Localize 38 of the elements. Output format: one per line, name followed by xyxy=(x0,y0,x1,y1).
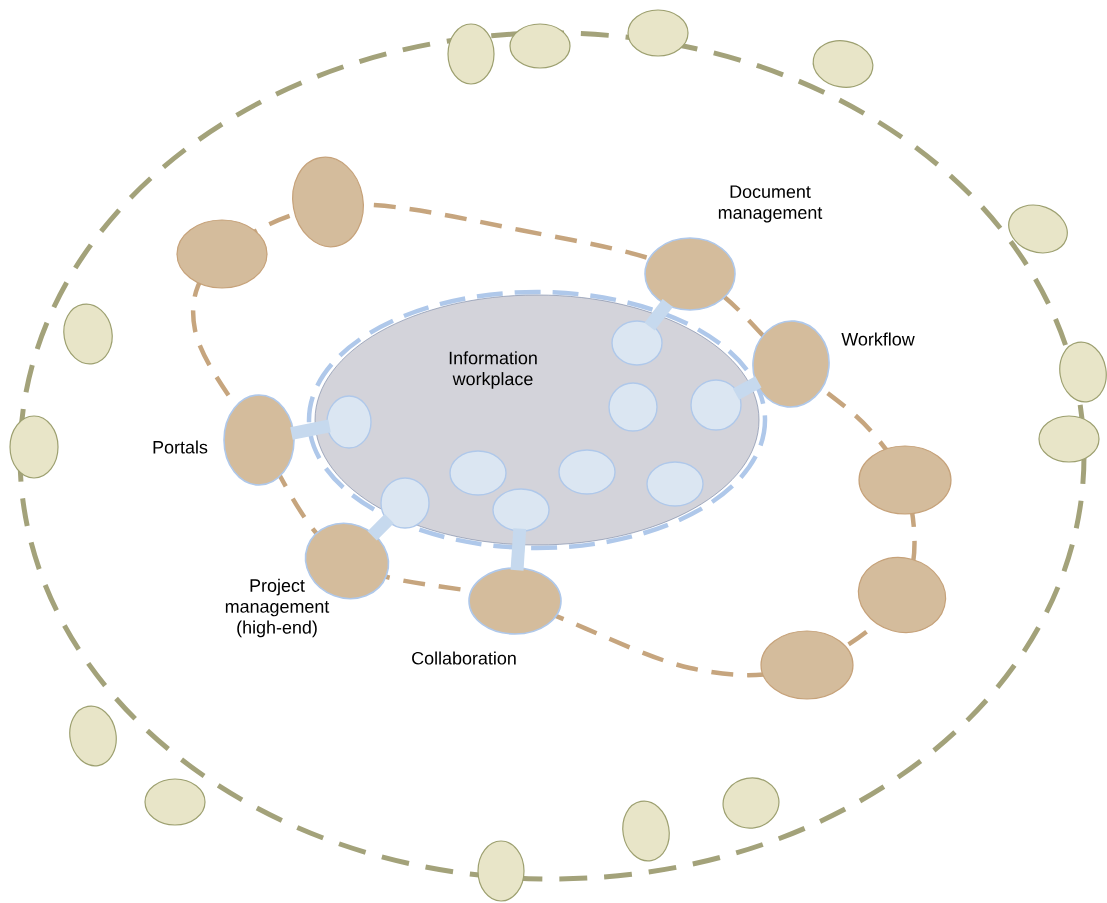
ellipse xyxy=(63,303,113,365)
ellipse xyxy=(622,800,670,862)
connector-bar xyxy=(290,419,331,440)
ellipse xyxy=(558,449,616,495)
ellipse xyxy=(760,630,854,700)
ellipse xyxy=(722,777,780,829)
ellipse xyxy=(627,9,689,57)
ellipse xyxy=(9,415,59,479)
ellipse xyxy=(492,488,550,532)
ellipse xyxy=(608,382,658,432)
node-label: Portals xyxy=(153,440,208,454)
ellipse xyxy=(449,450,507,496)
ellipse xyxy=(690,379,742,431)
ellipse xyxy=(326,395,372,449)
ellipse xyxy=(812,40,874,88)
connector-bar xyxy=(367,514,394,541)
ellipse xyxy=(447,23,495,85)
ellipse xyxy=(144,778,206,826)
node-label: Document management xyxy=(718,185,823,223)
ellipse xyxy=(857,556,947,634)
ellipse xyxy=(646,461,704,507)
ellipse xyxy=(509,23,571,69)
ellipse xyxy=(292,156,364,248)
ellipse xyxy=(1059,341,1107,403)
ellipse xyxy=(611,320,663,366)
node-label: Project management (high-end) xyxy=(225,578,330,638)
ellipse xyxy=(477,840,525,902)
ellipse xyxy=(858,445,952,515)
ellipse xyxy=(176,219,268,289)
connector-bar xyxy=(510,528,527,571)
ellipse xyxy=(380,477,430,529)
ellipse xyxy=(69,705,117,767)
node-label: Collaboration xyxy=(412,651,516,665)
ellipse xyxy=(1038,415,1100,463)
connector-bar xyxy=(644,299,673,331)
connector-bar xyxy=(732,376,762,400)
node-label: Workflow xyxy=(841,332,915,346)
node-label: Information workplace xyxy=(449,351,537,389)
